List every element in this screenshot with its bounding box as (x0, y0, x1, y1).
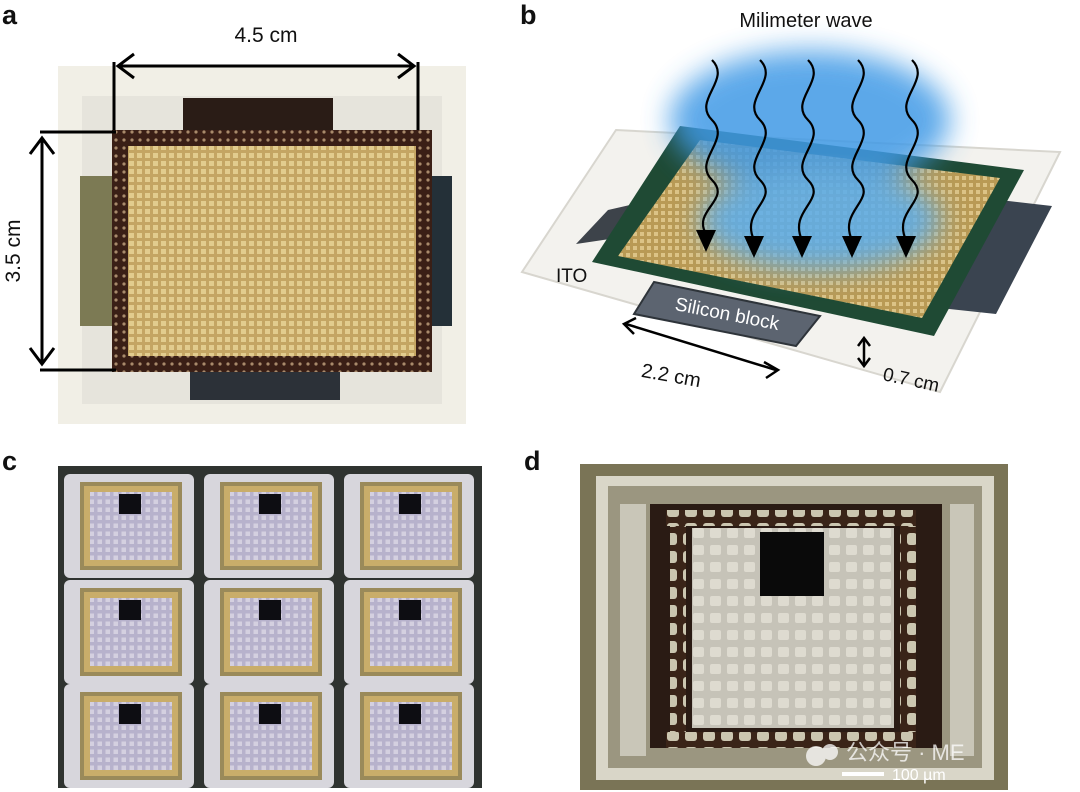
height-dimension (28, 130, 116, 372)
wave-label: Milimeter wave (739, 10, 872, 32)
panel-b: Silicon block Milimeter wave ITO 2.2 cm … (520, 10, 1062, 397)
millimeter-wave-arrowheads (696, 230, 916, 258)
watermark: 公众号 · ME (806, 740, 965, 766)
width-label: 4.5 cm (234, 24, 297, 47)
silicon-block-top (183, 98, 333, 132)
thickness-dimension (857, 335, 871, 369)
chip-r2-c1 (64, 580, 194, 684)
chip-r1-c1 (64, 474, 194, 578)
height-label: 3.5 cm (2, 219, 25, 282)
metasurface-array (128, 146, 416, 356)
chip-r3-c3 (344, 684, 474, 788)
chip-r3-c1 (64, 684, 194, 788)
length-dimension (621, 316, 781, 380)
chip-r1-c3 (344, 474, 474, 578)
length-label: 2.2 cm (640, 360, 703, 392)
millimeter-wave-arrows (702, 59, 919, 241)
silicon-block-front (632, 280, 822, 348)
chip-r2-c2 (204, 580, 334, 684)
panel-a-letter: a (2, 0, 18, 30)
chip-r1-c2 (204, 474, 334, 578)
chip-array (64, 474, 474, 788)
panel-a: 4.5 cm 3.5 cm (2, 24, 466, 424)
panel-b-letter: b (520, 0, 537, 30)
pad-ring-bottom (666, 732, 916, 748)
millimeter-wave-glow (670, 50, 950, 270)
panel-c-letter: c (2, 446, 18, 476)
ito-label: ITO (556, 266, 587, 287)
silicon-block-left (80, 176, 114, 326)
panel-d-letter: d (524, 446, 541, 476)
scale-label: 100 µm (892, 767, 946, 784)
central-window (760, 532, 824, 596)
watermark-text: 公众号 · ME (846, 740, 965, 765)
pad-ring-right (900, 526, 916, 732)
pad-ring-top (666, 510, 916, 526)
width-dimension (112, 52, 420, 130)
silicon-block-right (940, 200, 1052, 314)
silicon-block-bottom (190, 372, 340, 400)
pad-ring-left (670, 526, 686, 732)
panel-c (58, 466, 482, 788)
panel-d: 公众号 · ME 100 µm (580, 464, 1008, 790)
chip-r3-c2 (204, 684, 334, 788)
chip-r2-c3 (344, 580, 474, 684)
